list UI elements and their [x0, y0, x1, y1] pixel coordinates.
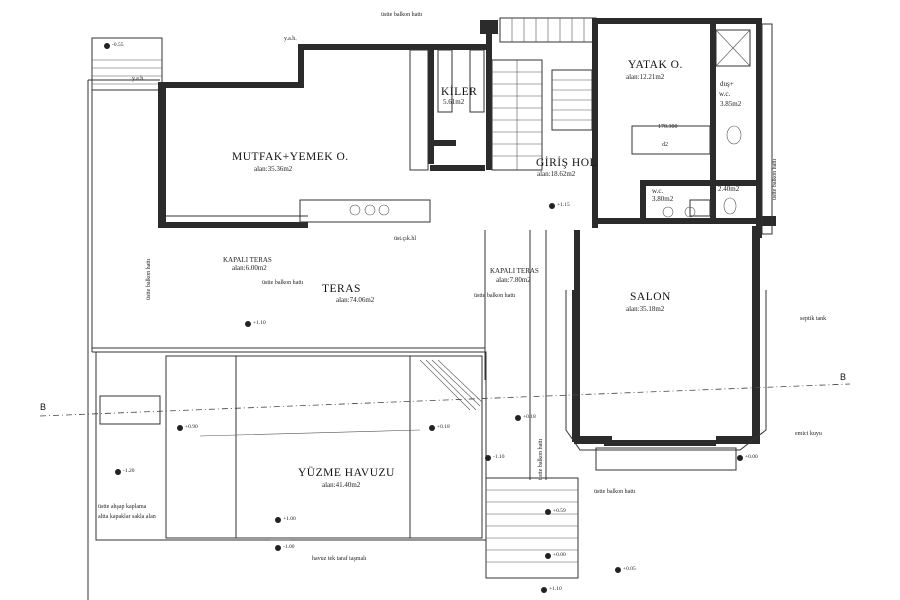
- note-emici: emici kuyu: [795, 431, 822, 437]
- svg-text:+0.00: +0.00: [553, 552, 566, 558]
- level-marker-2: +1.15: [549, 202, 570, 209]
- svg-text:+0.59: +0.59: [553, 508, 566, 514]
- level-marker-14: +0.00: [737, 454, 758, 461]
- svg-text:+1.00: +1.00: [283, 516, 296, 522]
- svg-text:+0.18: +0.18: [437, 424, 450, 430]
- level-marker-4: +0.90: [177, 424, 198, 431]
- note-balcony-5: üst.çık.hl: [394, 236, 416, 242]
- note-septik: septik tank: [800, 316, 826, 322]
- section-line: [39, 383, 851, 417]
- note-balcony-2: üstte balkon hattı: [262, 280, 304, 286]
- room-name-havuz: YÜZME HAVUZU: [298, 465, 395, 479]
- note-balcony-v1: üstte balkon hattı: [146, 258, 152, 300]
- note-havuz-alt: havuz tek taraf taşmalı: [312, 555, 367, 562]
- note-balcony-3: üstte balkon hattı: [474, 293, 516, 299]
- pantry-walls: [432, 20, 492, 170]
- room-area-kiler: 5.61m2: [443, 98, 465, 106]
- balcony-line-vertical: [529, 230, 547, 480]
- room-area-havuz: alan:41.40m2: [322, 481, 361, 489]
- bedroom-walls: [592, 18, 776, 238]
- room-sub-dus: w.c.: [719, 90, 730, 98]
- note-ahsap-1: üstte ahşap kaplama: [98, 504, 147, 510]
- room-name-kapali-teras-2: KAPALI TERAS: [490, 267, 539, 275]
- outdoor-steps: [485, 477, 579, 579]
- level-marker-3: +1.10: [245, 320, 266, 327]
- level-marker-9: -1.00: [275, 544, 295, 551]
- level-marker-13: +0.05: [615, 566, 636, 573]
- room-name-salon: SALON: [630, 291, 671, 303]
- note-yah-1: y.a.h.: [284, 36, 297, 42]
- salon-walls: [565, 226, 767, 471]
- svg-text:-1.20: -1.20: [123, 468, 135, 474]
- note-ahsap-2: altta kapaklar sakla alan: [98, 514, 156, 520]
- entrance-steps: [91, 37, 163, 91]
- svg-text:+1.10: +1.10: [253, 320, 266, 326]
- note-balcony-v3: üstte balkon hattı: [772, 158, 778, 200]
- level-marker-5: +0.18: [429, 424, 450, 431]
- room-name-kiler: KİLER: [441, 84, 477, 98]
- level-marker-11: +0.59: [545, 508, 566, 515]
- note-yah-2: y.a.h.: [132, 76, 145, 82]
- room-area-wc: 3.80m2: [652, 195, 674, 203]
- kitchen-walls: [158, 20, 498, 228]
- room-area-wc2: 2.40m2: [718, 185, 740, 193]
- level-marker-6: -1.20: [115, 468, 135, 475]
- level-marker-7: -1.10: [485, 454, 505, 461]
- svg-text:+0.00: +0.00: [745, 454, 758, 460]
- room-area-dus: 3.85m2: [720, 100, 742, 108]
- main-stair: [491, 17, 597, 171]
- level-marker-12: +0.00: [545, 552, 566, 559]
- svg-text:+1.15: +1.15: [557, 202, 570, 208]
- room-name-yatak: YATAK O.: [628, 59, 683, 71]
- section-mark-right: B: [840, 372, 846, 382]
- room-area-salon: alan:35.18m2: [626, 305, 665, 313]
- pool: [95, 351, 487, 541]
- svg-text:+0.18: +0.18: [523, 414, 536, 420]
- room-area-kapali-teras-2: alan:7.80m2: [496, 276, 531, 284]
- svg-text:+0.90: +0.90: [185, 424, 198, 430]
- note-dim-170: 170.300: [658, 124, 678, 130]
- room-area-mutfak: alan:35.36m2: [254, 165, 293, 173]
- note-balcony-v2: üstte balkon hattı: [538, 438, 544, 480]
- level-marker-1: -0.55: [104, 42, 124, 49]
- svg-text:-1.00: -1.00: [283, 544, 295, 550]
- note-balcony-4: üstte balkon hattı: [594, 489, 636, 495]
- room-area-teras: alan:74.06m2: [336, 296, 375, 304]
- level-marker-10: +0.18: [515, 414, 536, 421]
- section-mark-left: B: [40, 402, 46, 412]
- svg-text:-1.10: -1.10: [493, 454, 505, 460]
- room-name-giris: GİRİŞ HOL: [536, 155, 597, 169]
- level-marker-8: +1.00: [275, 516, 296, 523]
- room-area-kapali-teras-1: alan:6.00m2: [232, 264, 267, 272]
- room-name-dus: duş+: [720, 80, 734, 88]
- svg-text:-0.55: -0.55: [112, 42, 124, 48]
- room-name-teras: TERAS: [322, 283, 361, 295]
- room-name-mutfak: MUTFAK+YEMEK O.: [232, 151, 349, 163]
- note-dim-d2: d2: [662, 142, 668, 148]
- note-balcony-top: üstte balkon hattı: [381, 12, 423, 18]
- svg-text:+1.10: +1.10: [549, 586, 562, 592]
- level-marker-15: +1.10: [541, 586, 562, 593]
- room-name-kapali-teras-1: KAPALI TERAS: [223, 256, 272, 264]
- svg-text:+0.05: +0.05: [623, 566, 636, 572]
- room-name-wc: w.c.: [652, 187, 663, 195]
- room-area-yatak: alan:12.21m2: [626, 73, 665, 81]
- room-area-giris: alan:18.62m2: [537, 170, 576, 178]
